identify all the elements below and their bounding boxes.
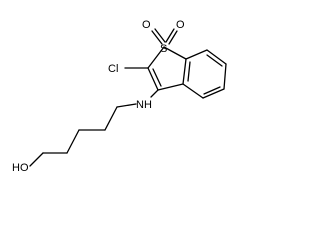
- bond-c3a-c7a-double: [187, 61, 191, 82]
- bond-s-o-left-b: [154, 28, 166, 43]
- bond-s-o-right-b: [168, 30, 178, 45]
- atom-label-hydroxyl: HO: [12, 162, 29, 174]
- atom-label-sulfur: S: [160, 43, 167, 55]
- bond-s-c2: [147, 46, 165, 69]
- bond-c4-c3a: [182, 83, 204, 99]
- bond-c5-c6: [29, 152, 44, 167]
- bond-s-o-left-a: [151, 30, 163, 45]
- bond-c2-c3-double: [152, 68, 162, 87]
- bond-c6-c5: [223, 63, 227, 90]
- bond-c1-c2: [104, 106, 118, 131]
- bond-c3-c4: [66, 129, 80, 154]
- structure-canvas: S O O Cl NH HO: [12, 19, 227, 174]
- molecule-diagram: S O O Cl NH HO: [12, 19, 227, 174]
- bond-s-o-right-a: [165, 28, 175, 43]
- atom-label-chlorine: Cl: [108, 63, 118, 75]
- bond-s-c7a: [163, 46, 187, 60]
- bond-c5-c4: [202, 88, 225, 99]
- atom-label-amine: NH: [136, 99, 152, 111]
- atom-label-oxygen-right: O: [176, 19, 185, 31]
- bond-c7-c6: [206, 49, 227, 65]
- bond-c5-c4-double: [203, 86, 221, 95]
- bond-c3-c3a: [157, 83, 184, 91]
- atom-label-oxygen-left: O: [142, 19, 151, 31]
- bond-c7a-c3a: [182, 58, 187, 85]
- bond-c2-c3: [147, 67, 159, 91]
- bond-c7a-c7: [185, 49, 208, 60]
- bond-c7-c6-double: [206, 54, 223, 67]
- bond-c3-n: [150, 89, 159, 98]
- bond-n-c1: [116, 103, 137, 108]
